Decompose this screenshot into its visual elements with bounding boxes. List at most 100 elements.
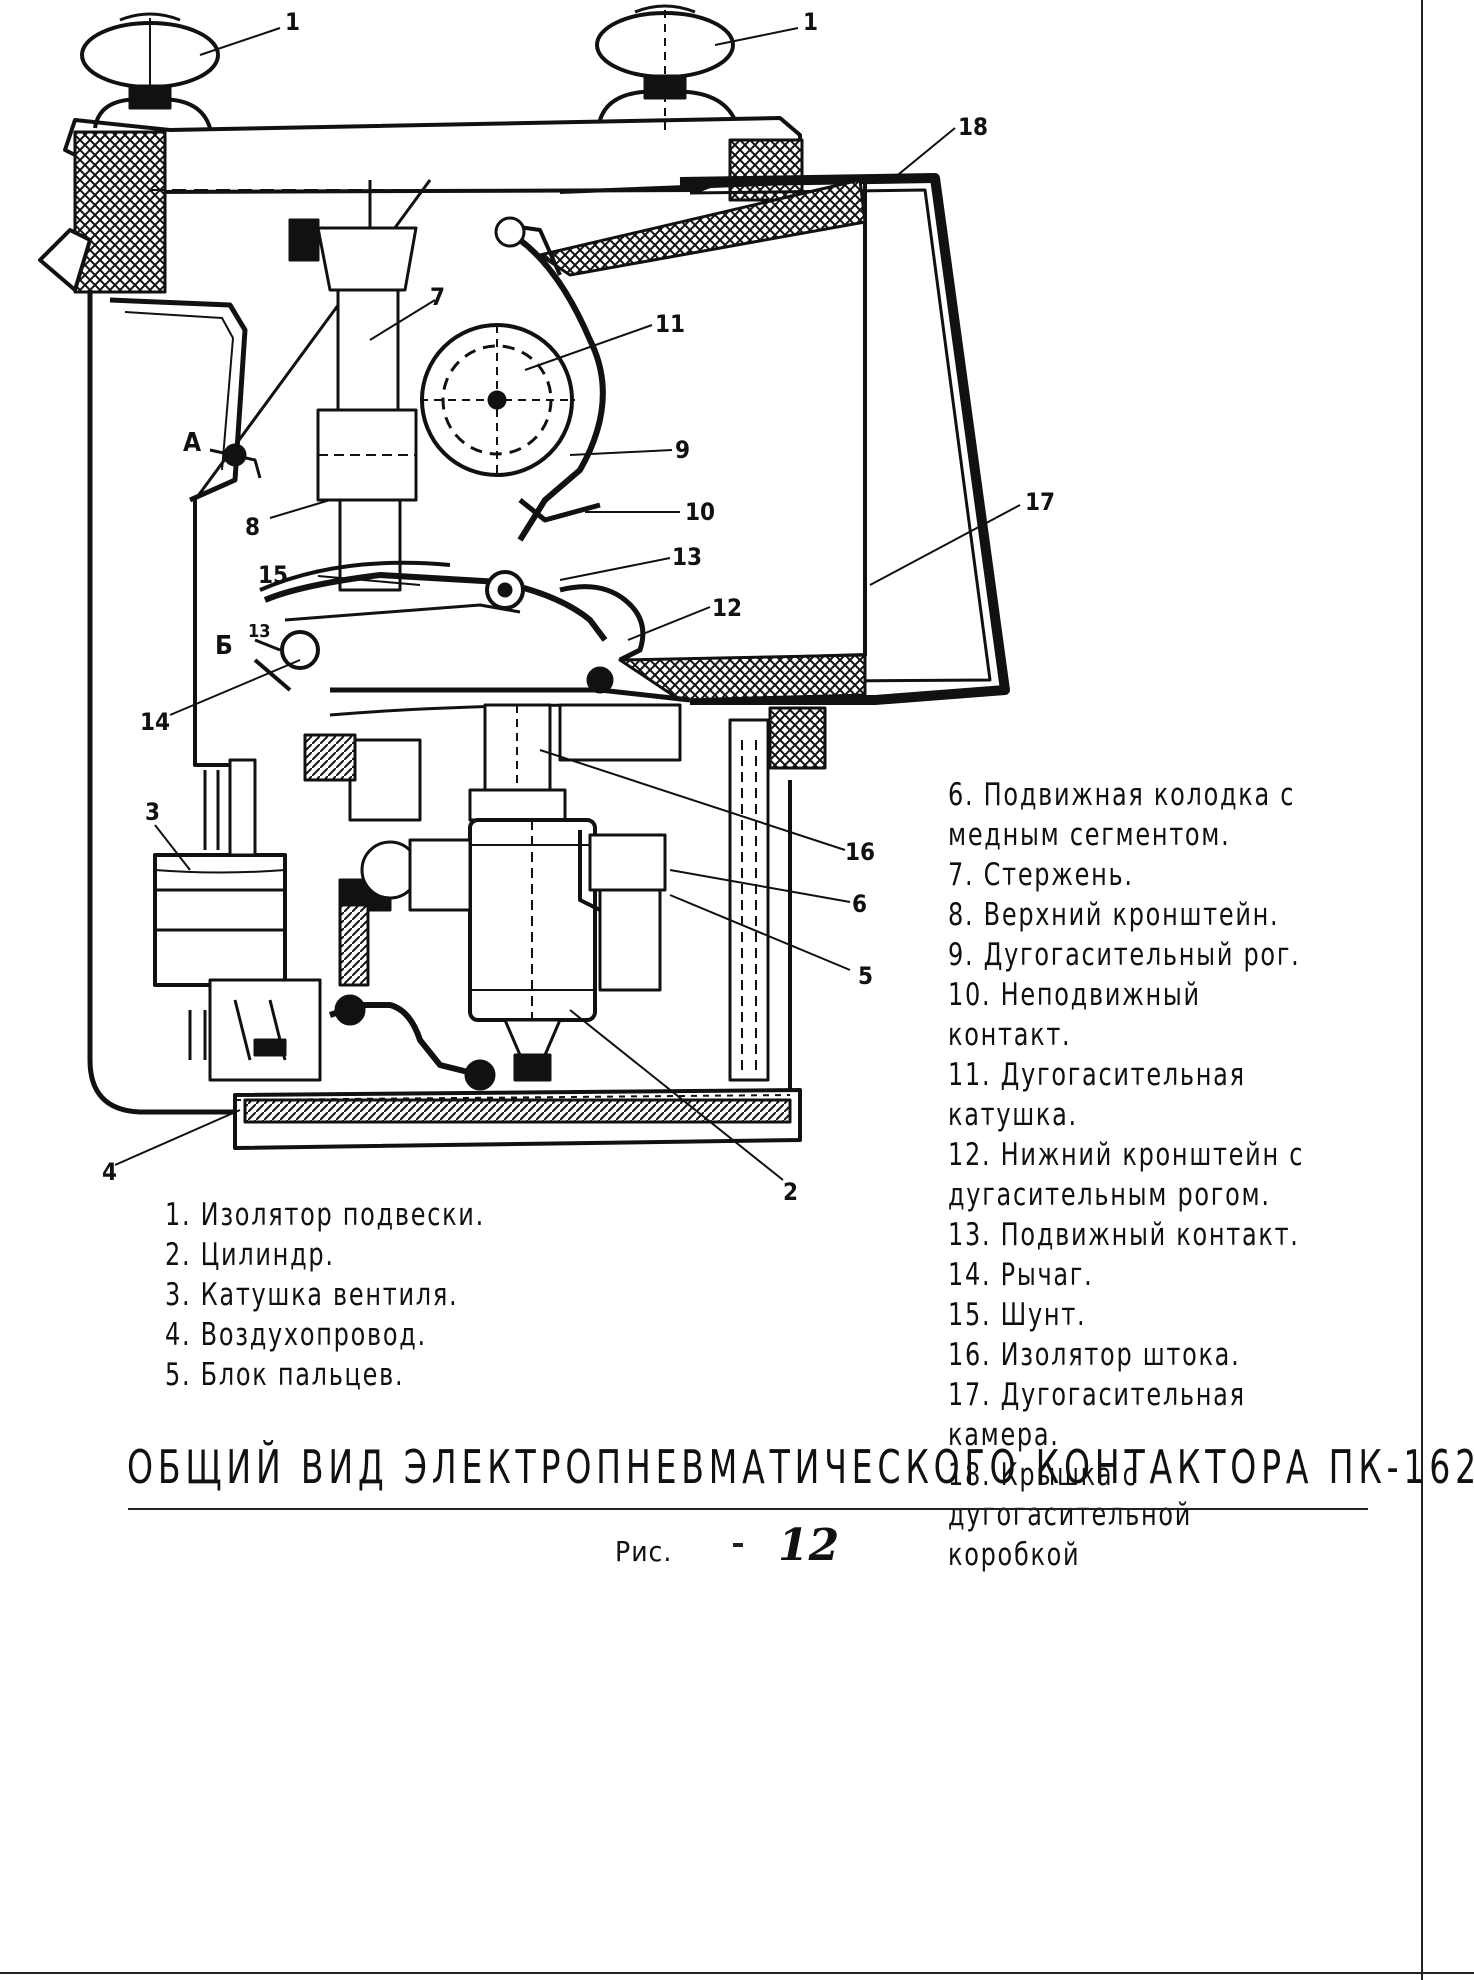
legend-item-number: 4. [165,1317,192,1353]
legend-item-number: 10. [948,977,992,1013]
stem [336,288,400,412]
callout-7: 7 [430,283,446,311]
moving-contact [559,584,646,663]
legend-item-text: Воздухопровод. [200,1317,427,1353]
legend-item: 3. Катушка вентиля. [165,1275,485,1315]
figure-dash [733,1543,743,1547]
legend-item-number: 2. [165,1237,192,1273]
legend-item: 2. Цилиндр. [165,1235,485,1275]
callout-10: 10 [685,498,716,526]
legend-item-text: Шунт. [1000,1297,1087,1333]
arc-horn [517,237,606,542]
legend-item: 5. Блок пальцев. [165,1355,485,1395]
legend-right: 6. Подвижная колодка с медным сегментом.… [948,775,1378,1575]
legend-item-text: Стержень. [983,857,1134,893]
right-insulator-column [728,718,770,1082]
air-pipe [329,1002,481,1078]
legend-item: 1. Изолятор подвески. [165,1195,485,1235]
bottom-frame-line [0,1972,1474,1974]
legend-item: 11. Дугогасительная катушка. [948,1055,1318,1135]
stationary-contact [518,498,601,523]
legend-item-text: Верхний кронштейн. [983,897,1280,933]
legend-item-text: Изолятор подвески. [200,1197,485,1233]
suspension-insulator-right [595,4,737,130]
legend-item-text: Катушка вентиля. [200,1277,459,1313]
legend-item-number: 6. [948,777,975,813]
legend-item-text: Неподвижный контакт. [948,977,1201,1053]
callout-1-right: 1 [803,8,819,36]
legend-item-number: 15. [948,1297,992,1333]
marker-b: Б [215,631,233,661]
legend-item-number: 16. [948,1337,992,1373]
callout-15: 15 [258,561,289,589]
legend-item: 6. Подвижная колодка с медным сегментом. [948,775,1318,855]
finger-block [598,878,662,992]
legend-item-number: 7. [948,857,975,893]
legend-item: 8. Верхний кронштейн. [948,895,1318,935]
leader-lines [114,27,1021,1181]
top-right-hatched-block [728,138,804,202]
legend-item-text: Дугогасительный рог. [983,937,1301,973]
top-left-hatched-block [73,130,167,294]
legend-item-text: Рычаг. [1000,1257,1094,1293]
title-underline [128,1508,1368,1510]
legend-item-number: 14. [948,1257,992,1293]
legend-item-text: Нижний кронштейн с дугасительным рогом. [948,1137,1305,1213]
figure-number: 12 [778,1520,840,1571]
legend-item: 14. Рычаг. [948,1255,1318,1295]
lever [263,572,608,642]
callout-12: 12 [712,594,743,622]
suspension-insulator-left [80,12,220,129]
legend-item-text: Дугогасительная катушка. [948,1057,1246,1133]
valve-coil [153,853,322,1082]
legend-item-number: 12. [948,1137,992,1173]
legend-item: 13. Подвижный контакт. [948,1215,1318,1255]
callout-6: 6 [852,890,868,918]
legend-item: 7. Стержень. [948,855,1318,895]
legend-item: 16. Изолятор штока. [948,1335,1318,1375]
legend-item-text: Подвижный контакт. [1000,1217,1300,1253]
callout-18: 18 [958,113,989,141]
callout-3: 3 [145,798,161,826]
page-title: ОБЩИЙ ВИД ЭЛЕКТРОПНЕВМАТИЧЕСКОГО КОНТАКТ… [127,1440,1474,1494]
legend-item-text: Блок пальцев. [200,1357,405,1393]
legend-item-number: 9. [948,937,975,973]
legend-item-number: 8. [948,897,975,933]
arc-chute-upper-hatched [538,178,867,277]
callout-16: 16 [845,838,876,866]
shunt [259,560,451,592]
callout-17: 17 [1025,488,1056,516]
arc-coil [420,323,575,477]
callout-9: 9 [675,436,691,464]
legend-item: 4. Воздухопровод. [165,1315,485,1355]
legend-item-number: 11. [948,1057,992,1093]
lower-bracket [330,687,691,703]
legend-item-text: Изолятор штока. [1000,1337,1241,1373]
callout-13: 13 [672,543,703,571]
legend-item-text: Крышка с дугогасительной коробкой [948,1457,1193,1573]
legend-item: 15. Шунт. [948,1295,1318,1335]
callout-13-small: 13 [248,621,271,642]
legend-item-number: 3. [165,1277,192,1313]
callout-2: 2 [783,1178,799,1206]
legend-item-text: Подвижная колодка с медным сегментом. [948,777,1296,853]
cylinder [468,818,597,1082]
callout-4: 4 [102,1158,118,1186]
housing-top-cover [63,116,802,194]
legend-item: 10. Неподвижный контакт. [948,975,1318,1055]
legend-item: 12. Нижний кронштейн с дугасительным рог… [948,1135,1318,1215]
legend-item-text: Дугогасительная камера. [948,1377,1246,1453]
legend-item: 18. Крышка с дугогасительной коробкой [948,1455,1318,1575]
moving-shoe [588,833,667,892]
left-bracket-profile [109,297,248,503]
legend-item-number: 5. [165,1357,192,1393]
legend-item-number: 13. [948,1217,992,1253]
contactor-drawing [38,4,1021,1181]
marker-a: А [183,428,202,458]
callout-5: 5 [858,962,874,990]
callout-11: 11 [655,310,686,338]
legend-item-text: Цилиндр. [200,1237,335,1273]
right-frame-line [1421,0,1423,1980]
callout-1-left: 1 [285,8,301,36]
legend-item: 9. Дугогасительный рог. [948,935,1318,975]
